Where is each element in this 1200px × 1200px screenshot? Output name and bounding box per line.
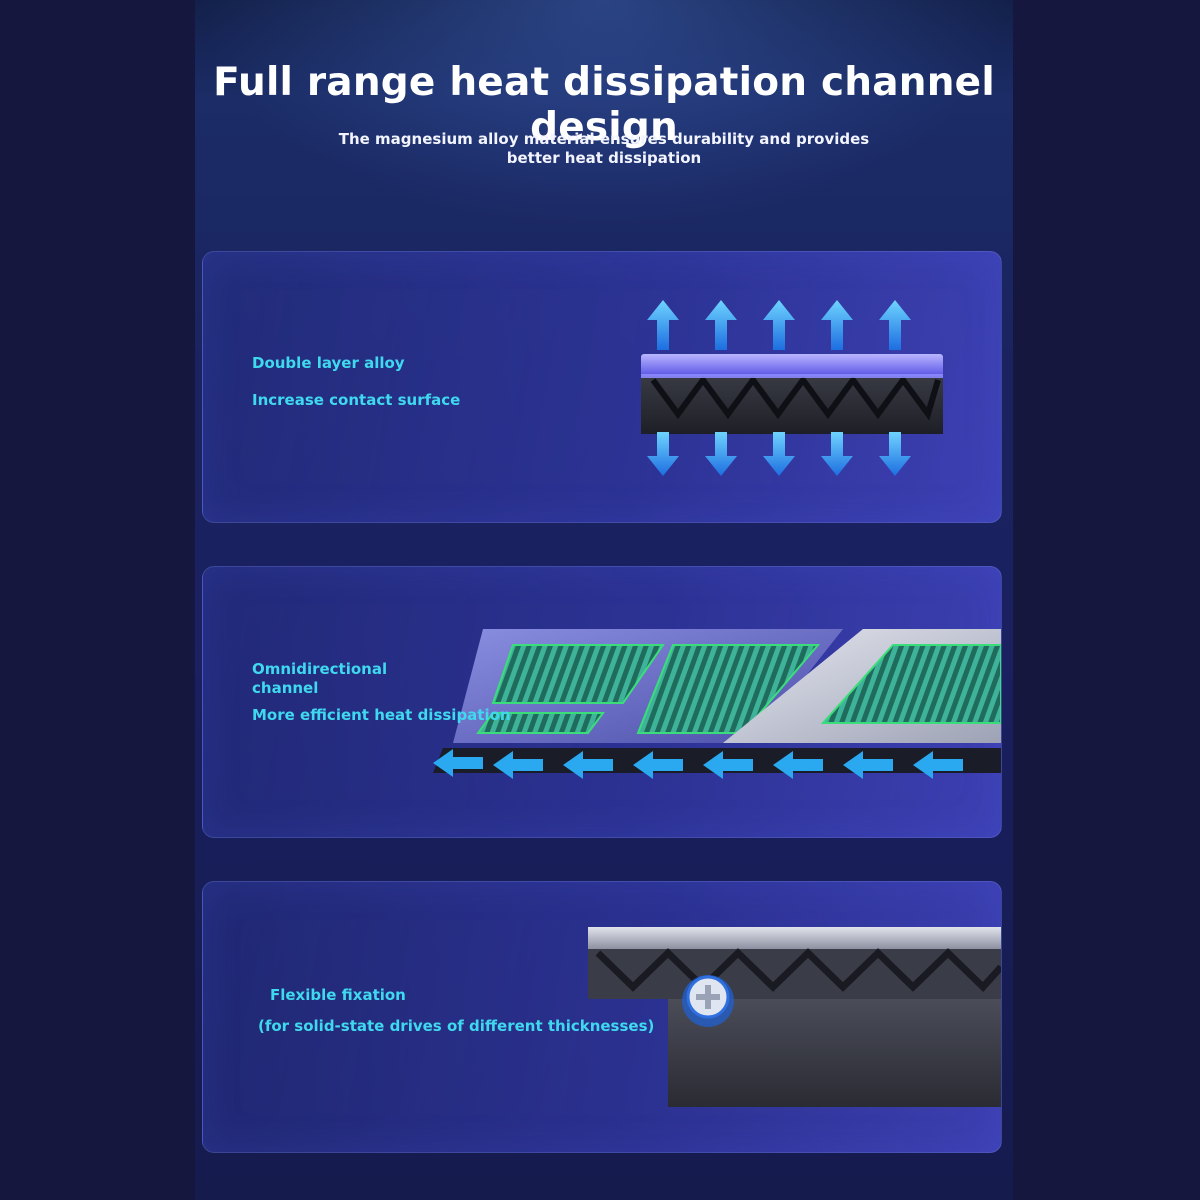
heatsink-double-layer-illustration <box>641 300 943 476</box>
down-arrow-icon <box>879 432 911 476</box>
feature-card-flexible-fixation: Flexible fixation (for solid-state drive… <box>202 881 1002 1153</box>
side-arrow-icon <box>493 751 543 779</box>
side-arrow-group <box>433 749 963 779</box>
page-title: Full range heat dissipation channel desi… <box>213 60 995 150</box>
up-arrow-icon <box>705 300 737 350</box>
poster: Full range heat dissipation channel desi… <box>195 0 1013 1200</box>
heatsink-channel-illustration <box>433 629 1001 779</box>
feature-label-thickness-note: (for solid-state drives of different thi… <box>258 1017 655 1035</box>
top-glow <box>195 0 1013 230</box>
feature-label-contact-surface: Increase contact surface <box>252 391 461 409</box>
feature-label-channel: channel <box>252 679 319 697</box>
side-arrow-icon <box>773 751 823 779</box>
feature-label-flexible-fixation: Flexible fixation <box>270 986 406 1004</box>
heatsink-top-plate <box>588 927 1001 949</box>
up-arrow-icon <box>879 300 911 350</box>
feature-card-double-layer: Double layer alloy Increase contact surf… <box>202 251 1002 523</box>
heatsink-body <box>641 372 943 434</box>
down-arrow-group <box>647 432 911 476</box>
feature-label-double-layer: Double layer alloy <box>252 354 405 372</box>
side-arrow-icon <box>633 751 683 779</box>
up-arrow-icon <box>647 300 679 350</box>
down-arrow-icon <box>763 432 795 476</box>
feature-label-omnidirectional: Omnidirectional <box>252 660 388 678</box>
heatsink-top-plate <box>641 354 943 376</box>
feature-card-omnidirectional: Omnidirectional channel More efficient h… <box>202 566 1002 838</box>
side-arrow-icon <box>433 749 483 777</box>
side-arrow-icon <box>843 751 893 779</box>
up-arrow-group <box>647 300 911 350</box>
down-arrow-icon <box>705 432 737 476</box>
feature-label-efficient: More efficient heat dissipation <box>252 706 511 724</box>
up-arrow-icon <box>763 300 795 350</box>
page-subtitle: The magnesium alloy material ensures dur… <box>338 130 870 167</box>
side-arrow-icon <box>913 751 963 779</box>
up-arrow-icon <box>821 300 853 350</box>
heatsink-fixation-illustration <box>588 927 1001 1107</box>
screw-icon <box>682 975 734 1027</box>
heatsink-fins <box>650 374 941 421</box>
down-arrow-icon <box>647 432 679 476</box>
down-arrow-icon <box>821 432 853 476</box>
side-arrow-icon <box>563 751 613 779</box>
side-arrow-icon <box>703 751 753 779</box>
